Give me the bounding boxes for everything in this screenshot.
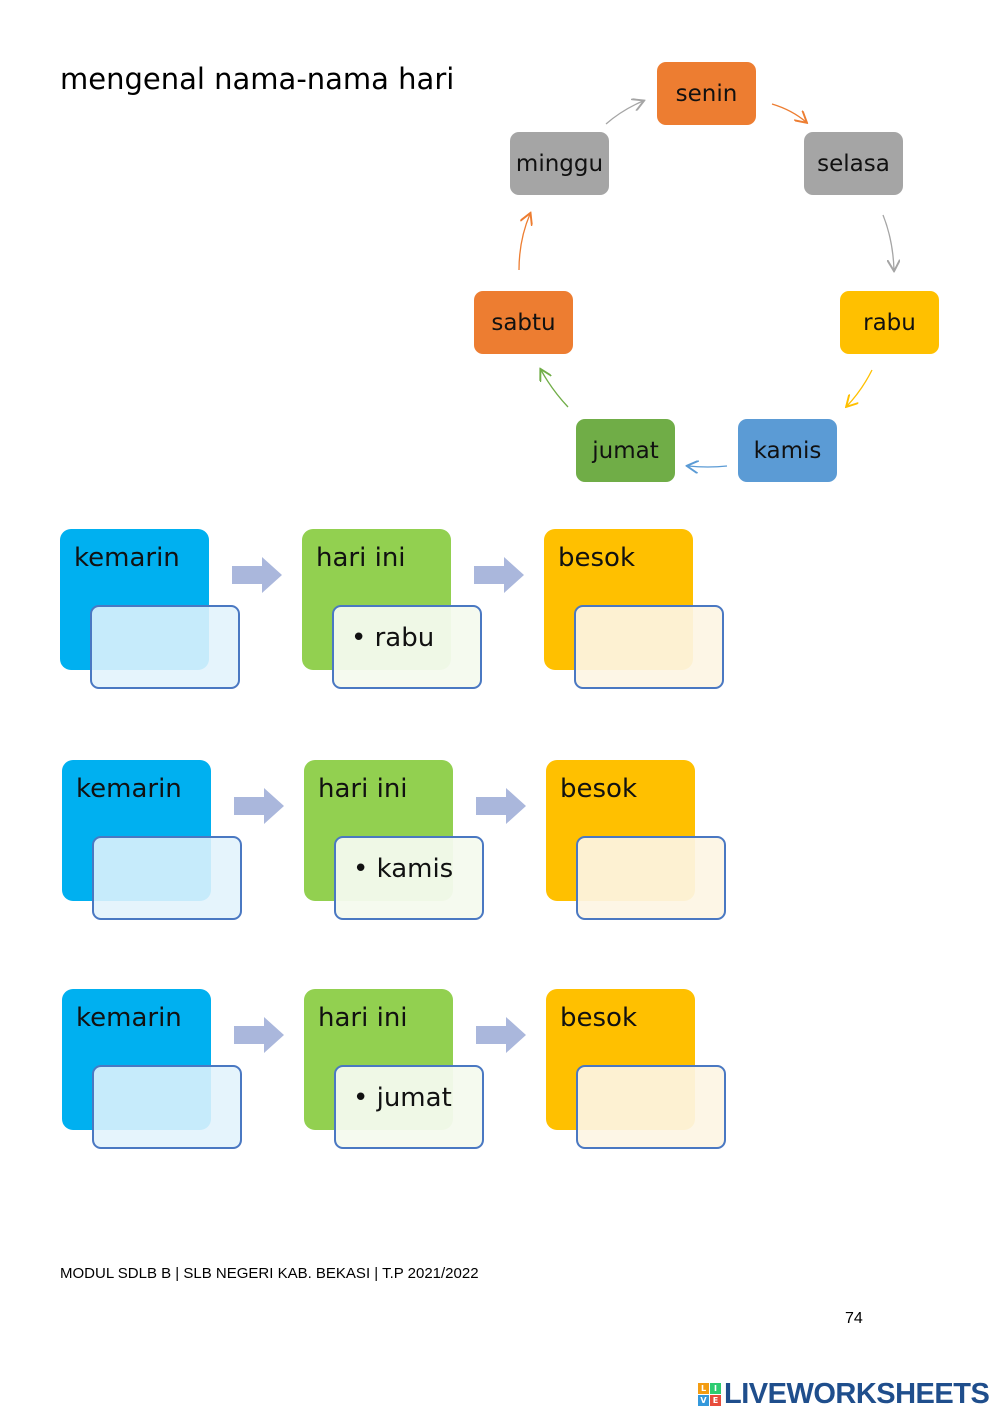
page-title: mengenal nama-nama hari: [60, 62, 455, 96]
hari-ini-value: • jumat: [353, 1083, 452, 1113]
besok-answer-field[interactable]: [574, 605, 724, 689]
page-number: 74: [845, 1310, 863, 1327]
day-label: rabu: [863, 309, 916, 336]
day-minggu: minggu: [510, 132, 609, 195]
hari-ini-answer-field[interactable]: • jumat: [334, 1065, 484, 1149]
arrow-sabtu-minggu: [518, 214, 530, 271]
flow-arrow-icon: [234, 788, 284, 824]
flow-arrow-icon: [476, 1017, 526, 1053]
arrow-kamis-jumat: [688, 466, 728, 467]
hari-ini-answer-field[interactable]: • rabu: [332, 605, 482, 689]
flow-arrow-icon: [474, 557, 524, 593]
flow-arrow-icon: [232, 557, 282, 593]
kemarin-answer-field[interactable]: [92, 1065, 242, 1149]
hari-ini-label: hari ini: [318, 1003, 408, 1033]
brand-text: LIVEWORKSHEETS: [724, 1377, 990, 1410]
besok-answer-field[interactable]: [576, 1065, 726, 1149]
arrow-senin-selasa: [771, 103, 806, 122]
day-label: senin: [675, 80, 738, 107]
day-label: minggu: [515, 150, 604, 177]
day-senin: senin: [657, 62, 756, 125]
arrow-selasa-rabu: [882, 214, 894, 270]
hari-ini-label: hari ini: [318, 774, 408, 804]
hari-ini-value: • rabu: [351, 623, 435, 653]
arrow-jumat-sabtu: [541, 370, 569, 408]
kemarin-answer-field[interactable]: [90, 605, 240, 689]
day-jumat: jumat: [576, 419, 675, 482]
day-label: kamis: [753, 437, 822, 464]
hari-ini-answer-field[interactable]: • kamis: [334, 836, 484, 920]
arrow-rabu-kamis: [847, 369, 873, 406]
flow-arrow-icon: [476, 788, 526, 824]
day-kamis: kamis: [738, 419, 837, 482]
hari-ini-label: hari ini: [316, 543, 406, 573]
kemarin-answer-field[interactable]: [92, 836, 242, 920]
besok-label: besok: [560, 1003, 638, 1033]
besok-answer-field[interactable]: [576, 836, 726, 920]
arrow-minggu-senin: [605, 101, 643, 125]
footer-text: MODUL SDLB B | SLB NEGERI KAB. BEKASI | …: [60, 1265, 479, 1282]
kemarin-label: kemarin: [76, 774, 182, 804]
day-rabu: rabu: [840, 291, 939, 354]
besok-label: besok: [560, 774, 638, 804]
day-label: jumat: [592, 437, 659, 464]
day-sabtu: sabtu: [474, 291, 573, 354]
flow-arrow-icon: [234, 1017, 284, 1053]
day-selasa: selasa: [804, 132, 903, 195]
kemarin-label: kemarin: [74, 543, 180, 573]
hari-ini-value: • kamis: [353, 854, 454, 884]
besok-label: besok: [558, 543, 636, 573]
day-label: sabtu: [491, 309, 556, 336]
kemarin-label: kemarin: [76, 1003, 182, 1033]
cycle-arrows: [518, 0, 1000, 500]
day-label: selasa: [817, 150, 890, 177]
